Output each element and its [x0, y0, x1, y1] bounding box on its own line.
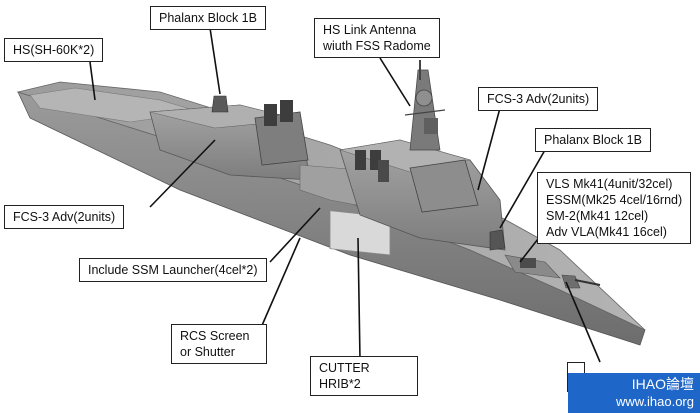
label-vls-line2: ESSM(Mk25 4cel/16rnd)	[546, 193, 683, 207]
label-cutter-line2: HRIB*2	[319, 377, 361, 391]
label-phalanx-forward-text: Phalanx Block 1B	[544, 133, 642, 147]
aft-phalanx	[211, 95, 229, 113]
label-phalanx-forward: Phalanx Block 1B	[535, 128, 651, 152]
label-fcs-forward-text: FCS-3 Adv(2units)	[487, 92, 590, 106]
label-hs-helicopter: HS(SH-60K*2)	[4, 38, 104, 62]
label-fcs-aft: FCS-3 Adv(2units)	[4, 205, 125, 229]
forward-phalanx	[489, 229, 506, 251]
aft-fcs-antenna-2	[280, 100, 293, 122]
mid-antenna-2	[370, 150, 381, 170]
label-fcs-aft-text: FCS-3 Adv(2units)	[13, 210, 116, 224]
label-vls: VLS Mk41(4unit/32cel) ESSM(Mk25 4cel/16r…	[537, 172, 692, 244]
label-fcs-forward: FCS-3 Adv(2units)	[478, 87, 599, 111]
leader-fcs-fwd	[477, 107, 501, 191]
leader-ssm	[269, 207, 321, 263]
vls-block	[520, 258, 536, 268]
aft-fcs-antenna-1	[264, 104, 277, 126]
mid-antenna-3	[378, 160, 389, 182]
label-vls-line4: Adv VLA(Mk41 16cel)	[546, 225, 667, 239]
label-ssm-launcher: Include SSM Launcher(4cel*2)	[79, 258, 267, 282]
leader-phalanx-fwd	[499, 149, 546, 229]
leader-cutter	[357, 237, 361, 361]
watermark-line2: www.ihao.org	[615, 394, 694, 409]
leader-rcs	[259, 237, 301, 331]
label-cutter-line1: CUTTER	[319, 361, 370, 375]
bow-gun-barrel	[574, 279, 601, 286]
leader-hs-link	[379, 57, 411, 107]
label-hs-link-antenna: HS Link Antenna wiuth FSS Radome	[314, 18, 440, 58]
forward-fcs-block	[409, 159, 479, 213]
label-cutter: CUTTER HRIB*2	[310, 356, 418, 396]
mast-antenna-box	[424, 118, 438, 134]
label-phalanx-aft: Phalanx Block 1B	[150, 6, 266, 30]
fss-radome	[415, 89, 433, 107]
label-hs-link-line2: wiuth FSS Radome	[323, 39, 431, 53]
label-rcs-line2: or Shutter	[180, 345, 235, 359]
label-hs-text: HS(SH-60K*2)	[13, 43, 95, 57]
leader-fcs-aft	[149, 139, 216, 208]
watermark-line1: IHAO論壇	[631, 376, 694, 392]
main-mast	[409, 69, 441, 151]
watermark: IHAO論壇 www.ihao.org	[568, 373, 700, 413]
leader-lines	[89, 27, 601, 363]
label-vls-line1: VLS Mk41(4unit/32cel)	[546, 177, 673, 191]
mid-antenna-1	[355, 150, 366, 170]
label-phalanx-aft-text: Phalanx Block 1B	[159, 11, 257, 25]
mast-yard	[404, 109, 446, 116]
label-rcs-line1: RCS Screen	[180, 329, 250, 343]
label-hs-link-line1: HS Link Antenna	[323, 23, 417, 37]
leader-hs	[89, 61, 96, 101]
label-rcs-screen: RCS Screen or Shutter	[171, 324, 267, 364]
leader-bow	[565, 281, 601, 363]
label-ssm-text: Include SSM Launcher(4cel*2)	[88, 263, 258, 277]
label-vls-line3: SM-2(Mk41 12cel)	[546, 209, 649, 223]
leader-phalanx-aft	[209, 27, 221, 95]
